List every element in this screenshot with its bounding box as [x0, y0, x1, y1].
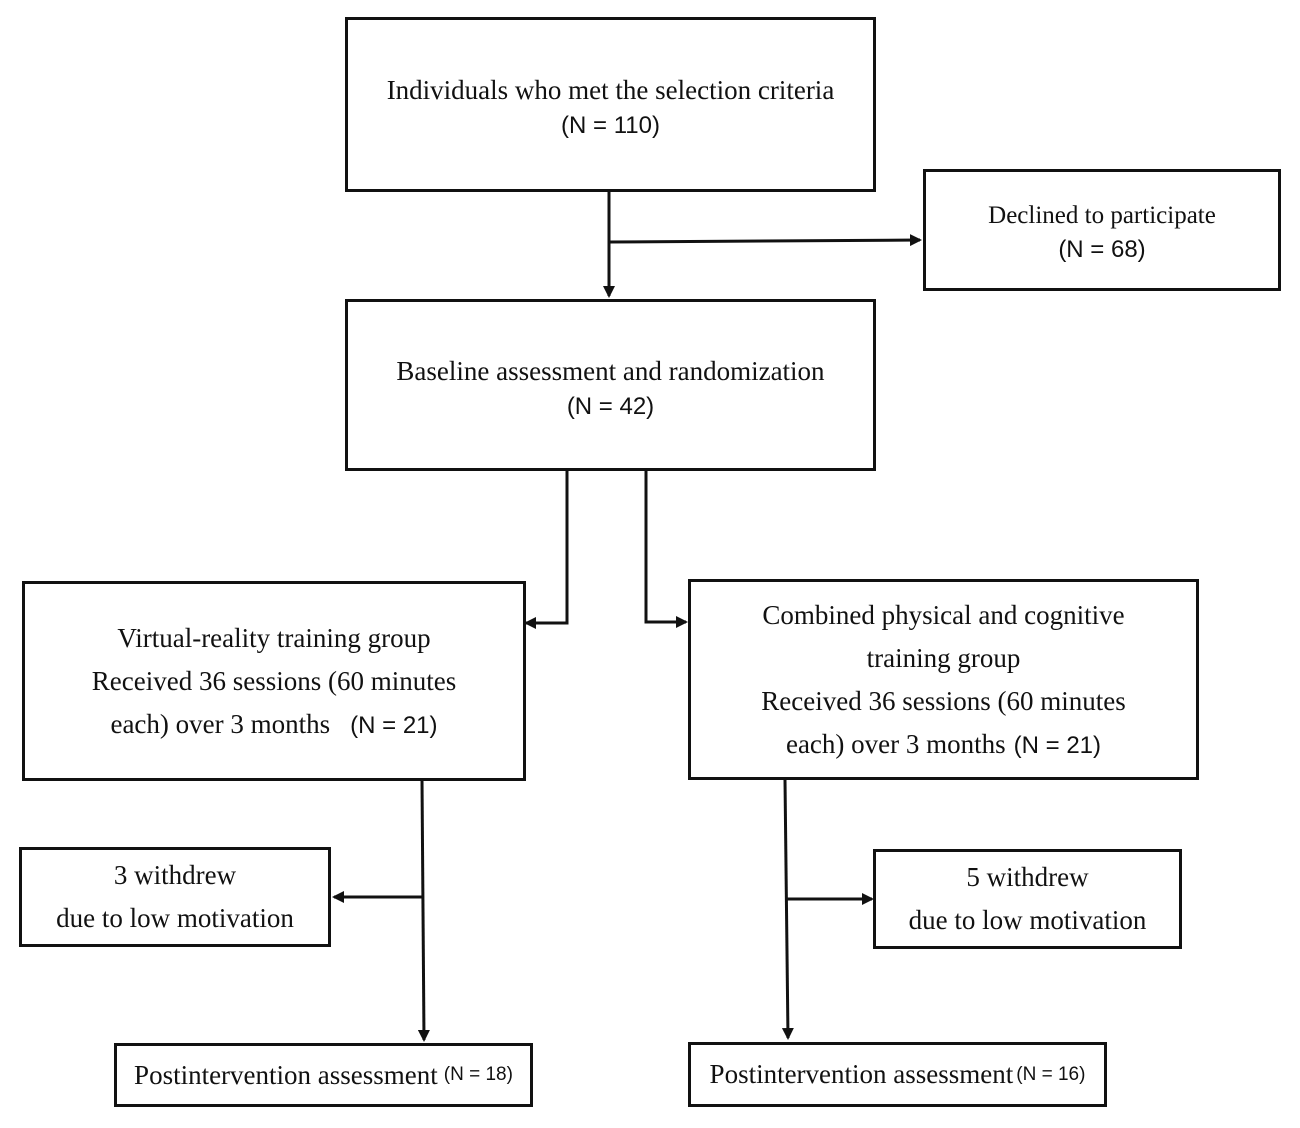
box-baseline: Baseline assessment and randomization (N… — [345, 299, 876, 471]
combined-group-sessions: Received 36 sessions (60 minutes — [761, 685, 1126, 716]
combined-group-title: Combined physical and cognitive — [762, 599, 1125, 630]
eligible-label: Individuals who met the selection criter… — [386, 75, 835, 105]
combined-group-duration: each) over 3 months — [785, 728, 1006, 759]
combined-group-title-cont: training group — [866, 642, 1021, 673]
arrow-to-declined — [608, 234, 922, 247]
vr-withdrew-count: 3 withdrew — [113, 860, 237, 890]
box-vr-withdrew: 3 withdrew due to low motivation — [19, 847, 331, 947]
box-combined-group: Combined physical and cognitive training… — [688, 579, 1199, 780]
vr-group-title: Virtual-reality training group — [117, 622, 431, 653]
arrow-vr-to-post — [417, 779, 430, 1042]
vr-group-sessions: Received 36 sessions (60 minutes — [91, 665, 457, 696]
box-vr-post: Postintervention assessment (N = 18) — [114, 1043, 533, 1107]
vr-post-count: (N = 18) — [443, 1064, 513, 1085]
declined-label: Declined to participate — [988, 202, 1216, 229]
arrow-baseline-to-vr — [524, 470, 569, 629]
box-combined-post: Postintervention assessment (N = 16) — [688, 1042, 1107, 1107]
combined-post-label: Postintervention assessment — [709, 1059, 1014, 1089]
declined-count: (N = 68) — [1058, 236, 1146, 263]
vr-group-count: (N = 21) — [350, 711, 438, 739]
baseline-label: Baseline assessment and randomization — [396, 355, 825, 386]
combined-withdrew-reason: due to low motivation — [908, 905, 1147, 935]
vr-post-label: Postintervention assessment — [134, 1059, 438, 1090]
arrow-combined-to-post — [781, 779, 794, 1040]
box-vr-group: Virtual-reality training group Received … — [22, 581, 526, 781]
vr-group-duration: each) over 3 months — [110, 708, 331, 739]
vr-withdrew-reason: due to low motivation — [56, 903, 294, 933]
combined-withdrew-count: 5 withdrew — [966, 862, 1089, 892]
box-combined-withdrew: 5 withdrew due to low motivation — [873, 849, 1182, 949]
eligible-count: (N = 110) — [561, 112, 660, 139]
combined-group-count: (N = 21) — [1013, 731, 1102, 759]
box-declined: Declined to participate (N = 68) — [923, 169, 1281, 291]
box-eligible: Individuals who met the selection criter… — [345, 17, 876, 192]
baseline-count: (N = 42) — [566, 392, 655, 420]
combined-post-count: (N = 16) — [1016, 1063, 1086, 1085]
arrow-baseline-to-combined — [644, 470, 688, 628]
